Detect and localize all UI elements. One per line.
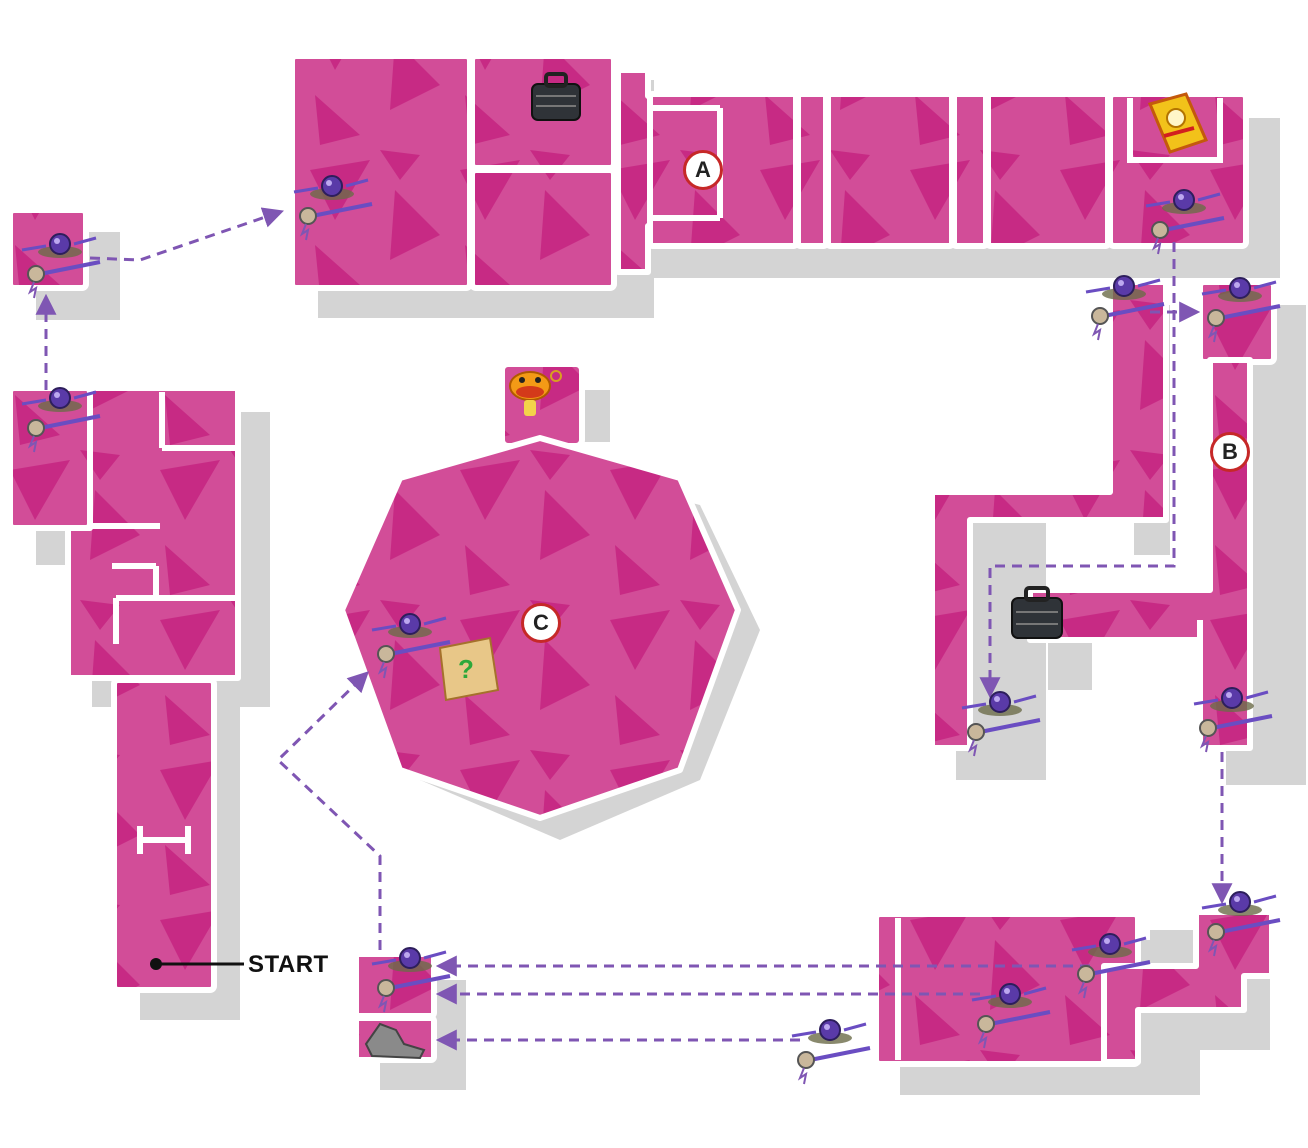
- teleport-paths: [35, 207, 1233, 1051]
- svg-text:?: ?: [458, 654, 474, 684]
- riddle-scroll-icon[interactable]: ?: [438, 636, 500, 702]
- teleporter-icon[interactable]: [790, 1018, 872, 1086]
- start-marker: [150, 958, 244, 970]
- briefcase-icon[interactable]: [1011, 586, 1063, 639]
- area-label-b: B: [1210, 432, 1250, 472]
- area-label-a: A: [683, 150, 723, 190]
- area-label-c: C: [521, 603, 561, 643]
- briefcase-icon[interactable]: [531, 72, 581, 121]
- sage-icon[interactable]: [509, 370, 562, 416]
- start-label: START: [248, 951, 329, 978]
- coin-pack-icon[interactable]: [1147, 92, 1209, 154]
- room-floors: [7, 53, 1277, 1067]
- gadget-icon[interactable]: [364, 1022, 426, 1060]
